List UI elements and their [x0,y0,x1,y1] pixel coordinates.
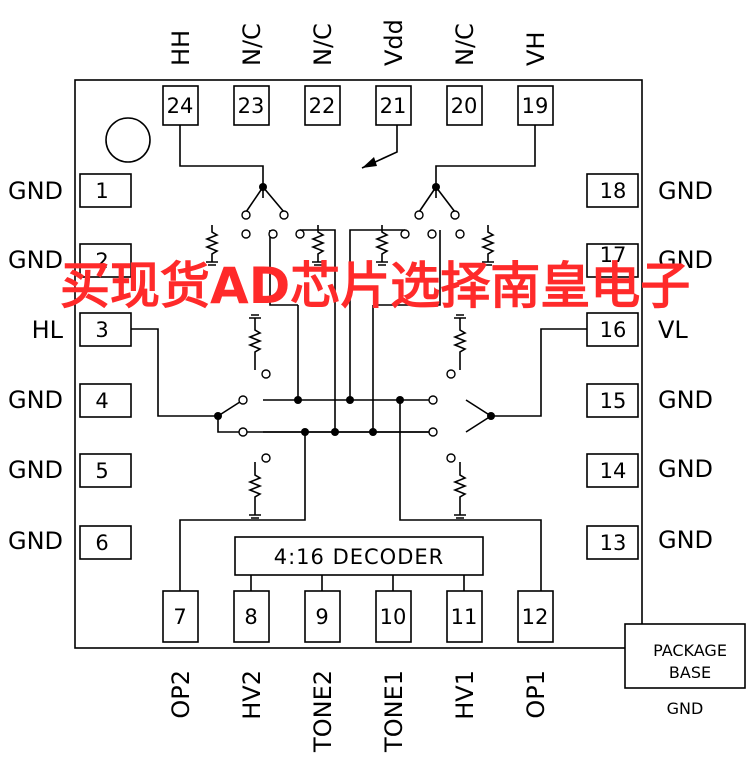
pin-15-label: GND [658,386,713,414]
pin-22-label: N/C [309,23,337,66]
pin-9-number: 9 [315,605,328,629]
pin-2: 2 GND [8,243,132,278]
pin-14: 14 GND [586,453,713,488]
pin-12-label: OP1 [522,670,550,719]
pin-24-label: HH [167,30,195,66]
pin-13: 13 GND [586,525,713,560]
pin-20: 20 N/C [446,23,483,126]
switch-contacts [238,210,465,463]
watermark-text: 买现货AD芯片选择南皇电子 [60,257,690,315]
pin-4-number: 4 [95,389,108,413]
pin-3-number: 3 [95,318,108,342]
pin-19-label: VH [522,32,550,66]
pin-8-number: 8 [244,605,257,629]
pin-1: 1 GND [8,173,132,208]
pin-14-label: GND [658,455,713,483]
pin-18: 18 GND [586,173,713,208]
decoder-label: 4:16 DECODER [274,545,445,569]
pins-top: 24 HH 23 N/C 22 N/C 21 Vdd 20 N/C 19 VH [162,19,554,126]
pin-6-number: 6 [95,531,108,555]
pin-1-number: 1 [95,179,108,203]
pin-22-number: 22 [309,94,336,118]
pin-18-label: GND [658,177,713,205]
pin-10-label: TONE1 [380,670,408,753]
pin-18-number: 18 [600,179,627,203]
decoder-block: 4:16 DECODER [234,536,484,576]
internal-wiring [131,125,587,591]
pin-5-label: GND [8,456,63,484]
pin-12-number: 12 [522,605,549,629]
pin-4-label: GND [8,386,63,414]
pin-21-label: Vdd [380,19,408,66]
pin-1-label: GND [8,177,63,205]
pin-17-label: GND [658,246,713,274]
pin-6-label: GND [8,527,63,555]
pin-24-number: 24 [167,94,194,118]
pin-21: 21 Vdd [375,19,412,126]
pin-6: 6 GND [8,525,132,560]
pin-2-number: 2 [95,249,108,273]
pin-14-number: 14 [600,459,627,483]
pin-16: 16 VL [586,312,688,347]
pin-21-number: 21 [380,94,407,118]
pin-7-label: OP2 [167,670,195,719]
pin-19: 19 VH [517,32,554,126]
package-base-pin: GND [667,699,704,718]
pin-15-number: 15 [600,389,627,413]
pin-8-label: HV2 [238,670,266,720]
pin-24: 24 HH [162,30,199,126]
pin-16-label: VL [658,316,688,344]
pin-5-number: 5 [95,459,108,483]
pin-23-number: 23 [238,94,265,118]
pin-20-number: 20 [451,94,478,118]
pin-15: 15 GND [586,383,713,418]
pin-23-label: N/C [238,23,266,66]
pin-13-number: 13 [600,531,627,555]
pin-19-number: 19 [522,94,549,118]
pin-20-label: N/C [451,23,479,66]
pin-7-number: 7 [173,605,186,629]
resistor-chains [204,225,496,519]
pin-17: 17 GND [586,243,713,278]
pin-11-number: 11 [451,605,478,629]
pin-23: 23 N/C [233,23,270,126]
pin-4: 4 GND [8,383,132,418]
pin-13-label: GND [658,526,713,554]
pin-9-label: TONE2 [309,670,337,753]
pin-16-number: 16 [600,318,627,342]
package-base-line1: PACKAGE [653,641,727,660]
pin-11-label: HV1 [451,670,479,720]
package-base-line2: BASE [669,663,711,682]
pin-5: 5 GND [8,453,132,488]
pin-3: 3 HL [32,312,132,347]
pin-2-label: GND [8,246,63,274]
pin-17-number: 17 [600,243,627,267]
pin-10-number: 10 [380,605,407,629]
pin-22: 22 N/C [304,23,341,126]
package-base: PACKAGE BASE GND [624,623,746,718]
pin1-indicator [105,117,151,163]
pin-3-label: HL [32,316,64,344]
junction-dots [214,183,495,436]
